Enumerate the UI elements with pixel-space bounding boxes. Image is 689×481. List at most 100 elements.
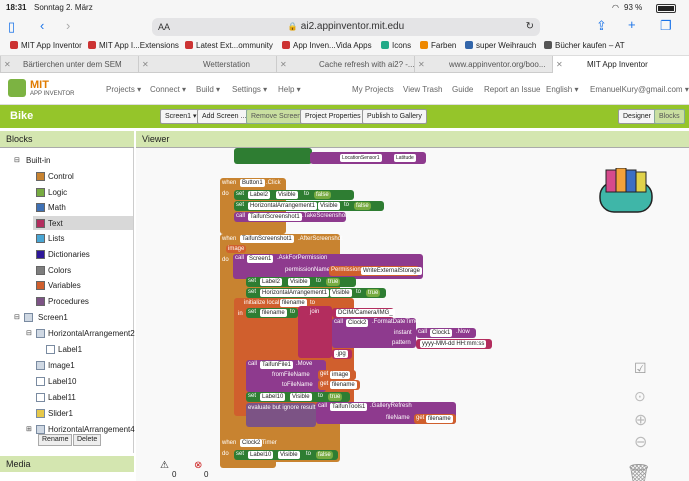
set-label10-visible-true[interactable]: set Label10 Visible to true: [246, 392, 350, 402]
reload-icon[interactable]: ↻: [525, 21, 534, 32]
tree-lists[interactable]: Lists: [48, 234, 65, 243]
browser-tab[interactable]: ✕www.appinventor.org/boo...: [414, 56, 552, 73]
text-pattern[interactable]: yyyy-MM-dd HH:mm:ss: [416, 339, 492, 349]
text-dcim[interactable]: DCIM/Camera/IMG_: [332, 308, 395, 318]
bookmark-item[interactable]: Bücher kaufen – AT: [544, 41, 625, 50]
tree-procedures[interactable]: Procedures: [48, 297, 89, 306]
get-image[interactable]: get image: [318, 370, 356, 380]
link-view-trash[interactable]: View Trash: [403, 85, 443, 94]
tree-control[interactable]: Control: [48, 172, 74, 181]
back-icon[interactable]: ‹: [40, 18, 45, 33]
tree-text[interactable]: Text: [48, 219, 63, 228]
join-block[interactable]: join: [298, 306, 332, 358]
warning-icon[interactable]: ⚠: [160, 460, 169, 471]
recenter-icon[interactable]: ⊙: [634, 388, 646, 404]
tree-builtin[interactable]: Built-in: [26, 156, 51, 165]
get-filename-arg[interactable]: get filename: [414, 414, 456, 424]
error-icon[interactable]: ⊗: [194, 460, 203, 471]
collapse-icon[interactable]: ⊟: [14, 314, 20, 321]
tree-label11[interactable]: Label11: [48, 393, 76, 402]
tree-variables[interactable]: Variables: [48, 281, 81, 290]
link-guide[interactable]: Guide: [452, 85, 474, 94]
checkbox-icon[interactable]: ☑: [634, 360, 647, 376]
menu-projects[interactable]: Projects ▾: [106, 85, 142, 94]
text-jpg[interactable]: .jpg: [332, 349, 352, 359]
call-format-datetime[interactable]: call Clock2 .FormatDateTime instant patt…: [332, 318, 419, 348]
tree-dictionaries[interactable]: Dictionaries: [48, 250, 90, 259]
collapse-icon[interactable]: ⊟: [14, 157, 20, 164]
set-ha1-visible-true[interactable]: set HorizontalArrangement1 Visible to tr…: [246, 288, 386, 298]
link-report-issue[interactable]: Report an Issue: [484, 85, 541, 94]
bookmark-item[interactable]: super Weihrauch: [465, 41, 536, 50]
reader-icon[interactable]: AA: [158, 22, 171, 32]
bookmark-item[interactable]: App Inven...Vida Apps: [282, 41, 372, 50]
partial-block[interactable]: [234, 148, 312, 164]
blocks-button[interactable]: Blocks: [654, 109, 685, 124]
call-ask-permission[interactable]: call Screen1 .AskForPermission permissio…: [233, 254, 423, 279]
blocks-workspace[interactable]: LocationSensor1 Latitude when Button1 .C…: [136, 148, 689, 481]
bookmark-item[interactable]: MIT App Inventor: [10, 41, 82, 50]
browser-tab[interactable]: ✕Cache refresh with ai2? -...: [276, 56, 414, 73]
project-properties-button[interactable]: Project Properties: [300, 109, 366, 124]
tree-slider1[interactable]: Slider1: [48, 409, 73, 418]
share-icon[interactable]: ⇪: [596, 18, 607, 33]
tree-math[interactable]: Math: [48, 203, 66, 212]
browser-tab-active[interactable]: ✕MIT App Inventor: [552, 56, 689, 73]
zoom-in-icon[interactable]: ⊕: [634, 412, 648, 429]
tree-horizontalarrangement2[interactable]: HorizontalArrangement2: [48, 329, 135, 338]
call-take-screenshot[interactable]: call TaifunScreenshot1 .TakeScreenshot: [234, 212, 347, 222]
link-my-projects[interactable]: My Projects: [352, 85, 394, 94]
add-screen-button[interactable]: Add Screen ...: [197, 109, 252, 124]
call-clock1-now[interactable]: call Clock1 .Now: [416, 328, 476, 338]
browser-tab[interactable]: ✕Bärtierchen unter dem SEM: [0, 56, 138, 73]
expand-icon[interactable]: ⊞: [26, 426, 32, 433]
call-file-move[interactable]: call TaifunFile1 .Move fromFileName toFi…: [246, 360, 326, 392]
tree-label10[interactable]: Label10: [48, 377, 77, 386]
set-label2-visible-true[interactable]: set Label2 Visible to true: [246, 277, 356, 287]
tree-colors[interactable]: Colors: [48, 266, 72, 275]
location-sensor-getter[interactable]: LocationSensor1 Latitude: [310, 152, 426, 164]
set-label2-visible[interactable]: set Label2 Visible to false: [234, 190, 354, 200]
tabs-overview-icon[interactable]: ❐: [660, 18, 672, 33]
tree-label1[interactable]: Label1: [58, 345, 83, 354]
evaluate-ignore[interactable]: evaluate but ignore result: [246, 403, 316, 427]
sidebar-icon[interactable]: ▯: [8, 19, 16, 34]
set-ha1-visible[interactable]: set HorizontalArrangement1 Visible to fa…: [234, 201, 384, 211]
call-gallery-refresh[interactable]: call TaifunTools1 .GalleryRefresh fileNa…: [316, 402, 456, 424]
backpack-icon[interactable]: [596, 168, 656, 216]
set-label10-visible-false[interactable]: set Label10 Visible to false: [234, 450, 338, 460]
menu-help[interactable]: Help ▾: [278, 85, 301, 94]
rename-button[interactable]: Rename: [38, 434, 73, 446]
menu-language[interactable]: English ▾: [546, 85, 579, 94]
address-bar[interactable]: AA 🔒ai2.appinventor.mit.edu ↻: [152, 18, 540, 36]
publish-gallery-button[interactable]: Publish to Gallery: [362, 109, 427, 124]
bookmark-item[interactable]: MIT App I...Extensions: [88, 41, 179, 50]
bookmark-item[interactable]: Farben: [420, 41, 456, 50]
zoom-out-icon[interactable]: ⊖: [634, 434, 648, 451]
screen-selector[interactable]: Screen1 ▾: [160, 109, 202, 124]
get-filename[interactable]: get filename: [318, 380, 360, 390]
tree-screen1[interactable]: Screen1: [38, 313, 68, 322]
new-tab-icon[interactable]: +: [628, 17, 636, 32]
tree-logic[interactable]: Logic: [48, 188, 68, 197]
trash-icon[interactable]: 🗑: [626, 464, 652, 481]
browser-tab[interactable]: ✕Wetterstation: [138, 56, 276, 73]
tree-image1[interactable]: Image1: [48, 361, 75, 370]
app-inventor-logo[interactable]: MIT APP INVENTOR: [8, 77, 88, 101]
menu-build[interactable]: Build ▾: [196, 85, 221, 94]
designer-button[interactable]: Designer: [618, 109, 657, 124]
permission-block[interactable]: Permission WriteExternalStorage: [329, 266, 422, 276]
menu-account[interactable]: EmanuelKury@gmail.com ▾: [590, 85, 689, 94]
set-filename[interactable]: set filename to: [246, 308, 298, 318]
viewer-panel-header: Viewer: [136, 131, 689, 148]
collapse-icon[interactable]: ⊟: [26, 330, 32, 337]
delete-button[interactable]: Delete: [73, 434, 102, 446]
remove-screen-button[interactable]: Remove Screen: [246, 109, 307, 124]
tree-horizontalarrangement4[interactable]: HorizontalArrangement4: [48, 425, 135, 434]
bookmark-item[interactable]: Icons: [381, 41, 411, 50]
bookmark-item[interactable]: Latest Ext...ommunity: [185, 41, 273, 50]
menu-connect[interactable]: Connect ▾: [150, 85, 187, 94]
menu-settings[interactable]: Settings ▾: [232, 85, 268, 94]
url-text[interactable]: ai2.appinventor.mit.edu: [300, 21, 405, 32]
forward-icon[interactable]: ›: [66, 18, 71, 33]
